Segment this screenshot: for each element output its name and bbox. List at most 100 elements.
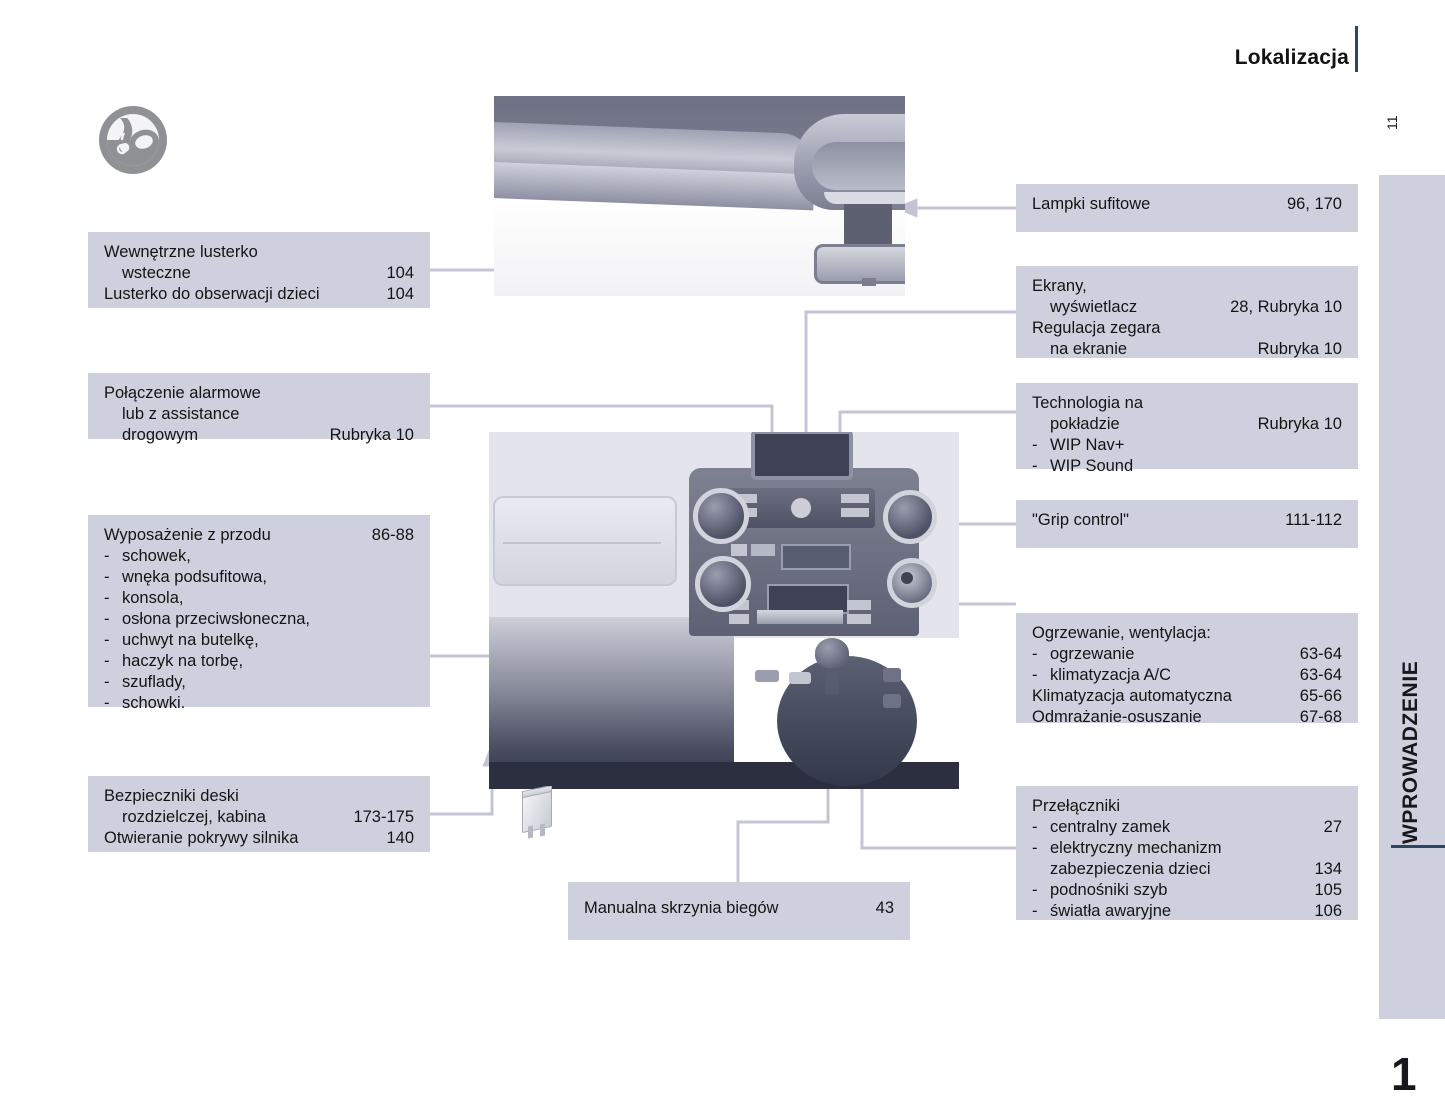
air-vent-left-lower — [695, 556, 751, 612]
list-item: haczyk na torbę, — [122, 652, 244, 670]
list-item: WIP Sound — [1050, 457, 1134, 475]
chapter-side-tab-label: WPROWADZENIE — [1399, 660, 1422, 844]
callout-line-label: na ekranie — [1050, 340, 1128, 358]
callout-line-label: Klimatyzacja automatyczna — [1032, 687, 1232, 705]
callout-manual-gearbox: Manualna skrzynia biegów 43 — [568, 882, 910, 940]
list-item-page — [1332, 838, 1342, 859]
callout-line-page: 96, 170 — [1286, 195, 1342, 213]
list-item: schowki. — [122, 694, 186, 712]
callout-title: Wyposażenie z przodu — [104, 526, 271, 544]
list-item: podnośniki szyb — [1050, 881, 1168, 899]
list-item: zabezpieczenia dzieci — [1050, 860, 1211, 878]
grip-control-dial — [887, 558, 937, 608]
callout-onboard-technology: Technologia na pokładzie Rubryka 10 -WIP … — [1016, 383, 1358, 475]
callout-line-label: rozdzielczej, kabina — [122, 808, 266, 826]
bullet-dash: - — [104, 547, 110, 565]
bullet-dash: - — [104, 652, 110, 670]
callout-line-page: Rubryka 10 — [1257, 340, 1342, 358]
manual-page: Lokalizacja 11 WPROWADZENIE 1 — [88, 26, 1445, 1097]
callout-title-page: 86-88 — [371, 526, 414, 544]
callout-line-page: Rubryka 10 — [1257, 415, 1342, 433]
list-item: schowek, — [122, 547, 191, 565]
bullet-dash: - — [104, 589, 110, 607]
list-item: elektryczny mechanizm — [1050, 839, 1222, 857]
callout-line-label: Ekrany, — [1032, 277, 1087, 295]
callout-line-label: Lusterko do obserwacji dzieci — [104, 285, 320, 303]
callout-heating-ventilation: Ogrzewanie, wentylacja: -ogrzewanie 63-64… — [1016, 613, 1358, 726]
page-number: 11 — [1384, 115, 1400, 130]
fuse-photo — [518, 786, 560, 844]
bullet-dash: - — [1032, 436, 1038, 454]
callout-line-label: Połączenie alarmowe — [104, 384, 261, 402]
gear-lever-knob — [815, 638, 849, 668]
callout-line-label: lub z assistance — [122, 405, 240, 423]
callout-grip-control: "Grip control" 111-112 — [1016, 500, 1358, 548]
callout-line-label: Lampki sufitowe — [1032, 195, 1151, 213]
callout-line-label: Technologia na — [1032, 394, 1144, 412]
callout-line-label: Bezpieczniki deski — [104, 787, 239, 805]
list-item: osłona przeciwsłoneczna, — [122, 610, 311, 628]
callout-emergency-call: Połączenie alarmowe lub z assistance dro… — [88, 373, 430, 444]
air-vent-right — [883, 490, 937, 544]
bullet-dash: - — [104, 568, 110, 586]
callout-screens: Ekrany, wyświetlacz 28, Rubryka 10 Regula… — [1016, 266, 1358, 358]
list-item: centralny zamek — [1050, 818, 1171, 836]
callout-line-page: 104 — [386, 264, 414, 282]
callout-line-label: Regulacja zegara — [1032, 319, 1161, 337]
callout-line-label: Wewnętrzne lusterko — [104, 243, 258, 261]
list-item-page: 63-64 — [1299, 666, 1342, 684]
callout-line-label: Otwieranie pokrywy silnika — [104, 829, 299, 847]
callout-line-label: drogowym — [122, 426, 199, 444]
bullet-dash: - — [1032, 645, 1038, 663]
callout-line-page: 43 — [875, 899, 894, 917]
list-item: konsola, — [122, 589, 184, 607]
bullet-dash: - — [1032, 818, 1038, 836]
callout-title: Ogrzewanie, wentylacja: — [1032, 624, 1211, 642]
callout-line-label: "Grip control" — [1032, 511, 1129, 529]
callout-line-label: wsteczne — [122, 264, 191, 282]
callout-fuses: Bezpieczniki deski rozdzielczej, kabina 1… — [88, 776, 430, 852]
list-item: WIP Nav+ — [1050, 436, 1125, 454]
callout-line-page: 104 — [386, 285, 414, 303]
list-item-page: 134 — [1314, 860, 1342, 878]
page-title: Lokalizacja — [1234, 46, 1349, 69]
steering-wheel-hand-icon — [97, 104, 169, 176]
list-item: klimatyzacja A/C — [1050, 666, 1172, 684]
callout-title: Przełączniki — [1032, 797, 1121, 815]
bullet-dash: - — [1032, 457, 1038, 475]
chapter-side-tab: WPROWADZENIE 1 — [1379, 175, 1445, 1097]
callout-line-label: pokładzie — [1050, 415, 1120, 433]
bullet-dash: - — [1032, 881, 1038, 899]
bullet-dash: - — [104, 694, 110, 712]
chapter-number: 1 — [1391, 1048, 1417, 1100]
callout-line-label: Odmrażanie-osuszanie — [1032, 708, 1202, 726]
callout-line-page: 28, Rubryka 10 — [1230, 298, 1342, 316]
list-item-page: 27 — [1323, 818, 1342, 836]
dashboard-photo — [489, 432, 959, 789]
chapter-side-tab-rule — [1391, 845, 1445, 848]
dashboard-display — [751, 432, 853, 480]
callout-line-page: 140 — [386, 829, 414, 847]
list-item: wnęka podsufitowa, — [122, 568, 267, 586]
callout-line-label: wyświetlacz — [1050, 298, 1138, 316]
callout-line-label: Manualna skrzynia biegów — [584, 899, 779, 917]
bullet-dash: - — [104, 673, 110, 691]
bullet-dash: - — [1032, 902, 1038, 920]
callout-line-page: 67-68 — [1299, 708, 1342, 726]
callout-line-page: 173-175 — [353, 808, 414, 826]
callout-ceiling-lights: Lampki sufitowe 96, 170 — [1016, 184, 1358, 232]
air-vent-left-upper — [693, 488, 749, 544]
list-item-page: 105 — [1314, 881, 1342, 899]
list-item: ogrzewanie — [1050, 645, 1135, 663]
bullet-dash: - — [1032, 666, 1038, 684]
header-accent-rule — [1355, 26, 1358, 72]
ceiling-console-photo — [494, 96, 905, 296]
bullet-dash: - — [104, 610, 110, 628]
bullet-dash: - — [1032, 839, 1038, 857]
callout-line-page: 111-112 — [1285, 511, 1342, 529]
callout-interior-mirror: Wewnętrzne lusterko wsteczne 104 Lusterko… — [88, 232, 430, 308]
bullet-dash: - — [104, 631, 110, 649]
list-item-page: 106 — [1314, 902, 1342, 920]
